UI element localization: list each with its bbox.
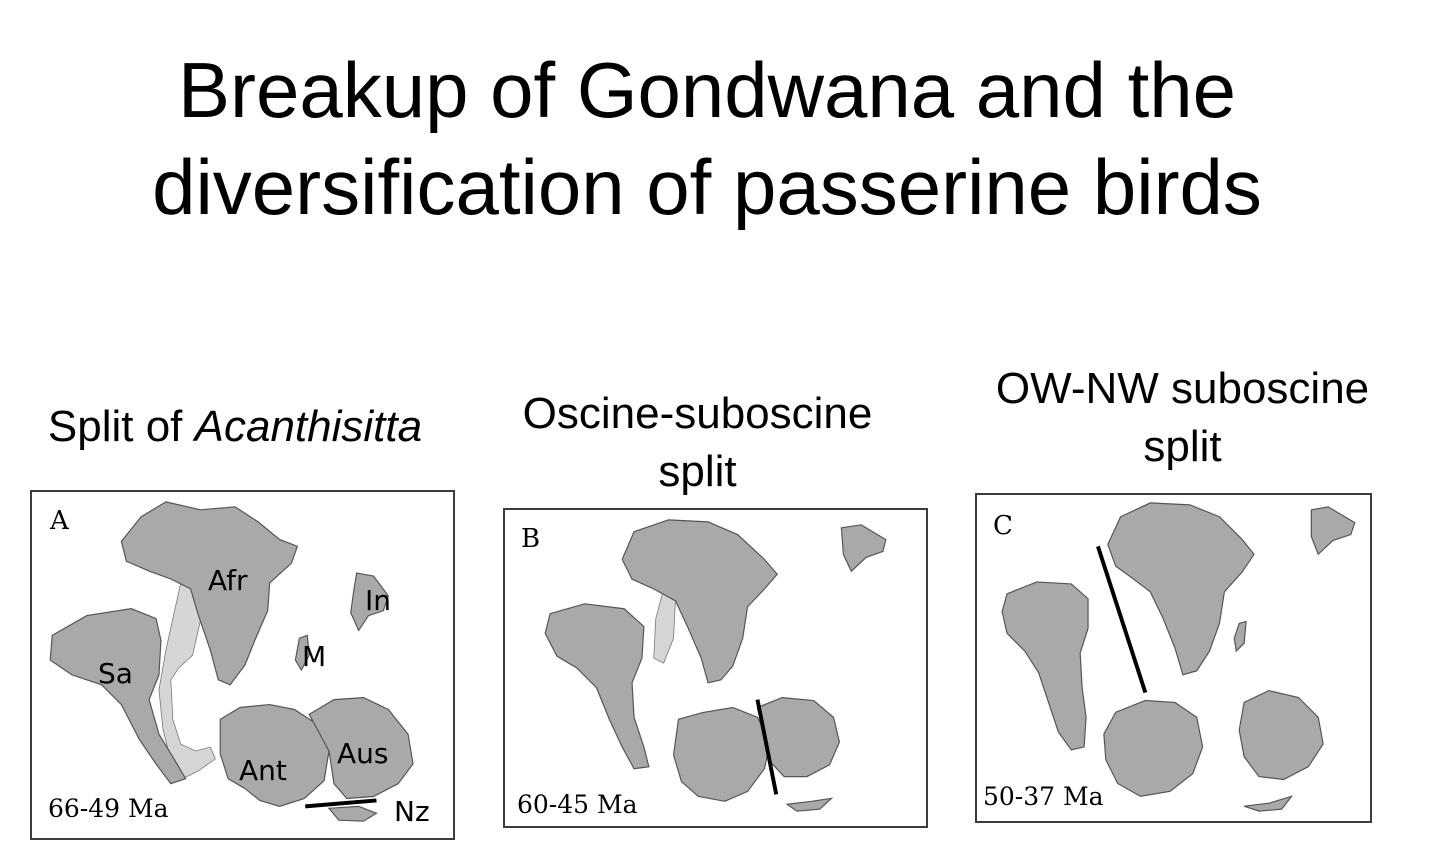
map-b-new-zealand [785,797,834,812]
title-line-1: Breakup of Gondwana and the [177,46,1237,134]
map-a-shelf [158,580,216,780]
map-a-australia [308,697,414,800]
map-b-india [840,524,887,573]
map-panel-a: A Afr In M Sa Ant Aus Nz 66-49 Ma [30,490,455,840]
map-c-africa [1107,502,1255,676]
map-panel-b: B 60-45 Ma [503,508,928,828]
map-c-south-america [1001,581,1089,751]
panel-a-heading-taxon: Acanthisitta [194,402,423,451]
map-panel-c: C 50-37 Ma [975,493,1372,823]
panel-a-heading: Split of Acanthisitta [10,398,460,456]
map-b-africa [621,519,779,684]
map-b-shelf [653,588,676,664]
panel-c-heading-line-1: OW-NW suboscine [995,364,1370,413]
panel-b-heading-line-1: Oscine-suboscine [522,389,873,438]
map-a-label-ant: Ant [239,754,287,787]
map-c-india [1310,506,1356,556]
map-a-label-aus: Aus [337,737,389,770]
map-c-age: 50-37 Ma [983,782,1104,811]
title-line-2: diversification of passerine birds [152,143,1262,231]
map-b-letter: B [521,524,541,554]
panel-b-heading: Oscine-suboscine split [485,385,910,501]
map-c-australia [1238,689,1324,781]
map-a-madagascar [294,634,310,672]
panel-a-heading-prefix: Split of [47,402,195,451]
map-a-svg [49,501,414,822]
panel-b-heading-line-2: split [658,447,737,496]
map-a-south-america [49,608,187,785]
map-a-age: 66-49 Ma [48,794,169,823]
panel-a-heading-text: Split of Acanthisitta [10,398,460,456]
map-a-india [350,572,389,632]
panel-c-heading: OW-NW suboscine split [955,360,1410,476]
map-b-split-line [755,699,779,795]
map-b-age: 60-45 Ma [517,790,638,819]
slide-title: Breakup of Gondwana and the diversificat… [0,42,1414,236]
map-c-new-zealand [1243,795,1294,812]
map-b-south-america [544,603,650,770]
map-a-label-afr: Afr [208,564,248,597]
map-a-label-in: In [365,584,392,617]
map-c-svg [1001,502,1356,812]
map-a-new-zealand [327,805,378,822]
map-a-letter: A [50,506,69,536]
map-a-label-nz: Nz [394,795,430,828]
map-c-letter: C [993,511,1013,541]
map-a-antarctica [219,703,330,807]
map-c-antarctica [1103,699,1204,797]
map-a-split-line [305,798,377,809]
map-b-svg [544,519,887,812]
map-a-label-m: M [302,640,327,673]
map-c-madagascar [1233,620,1247,653]
map-a-label-sa: Sa [98,657,133,690]
panel-c-heading-line-2: split [1143,422,1222,471]
map-b-antarctica [672,706,771,802]
map-c-split-line [1096,545,1148,694]
map-a-africa [120,501,299,686]
